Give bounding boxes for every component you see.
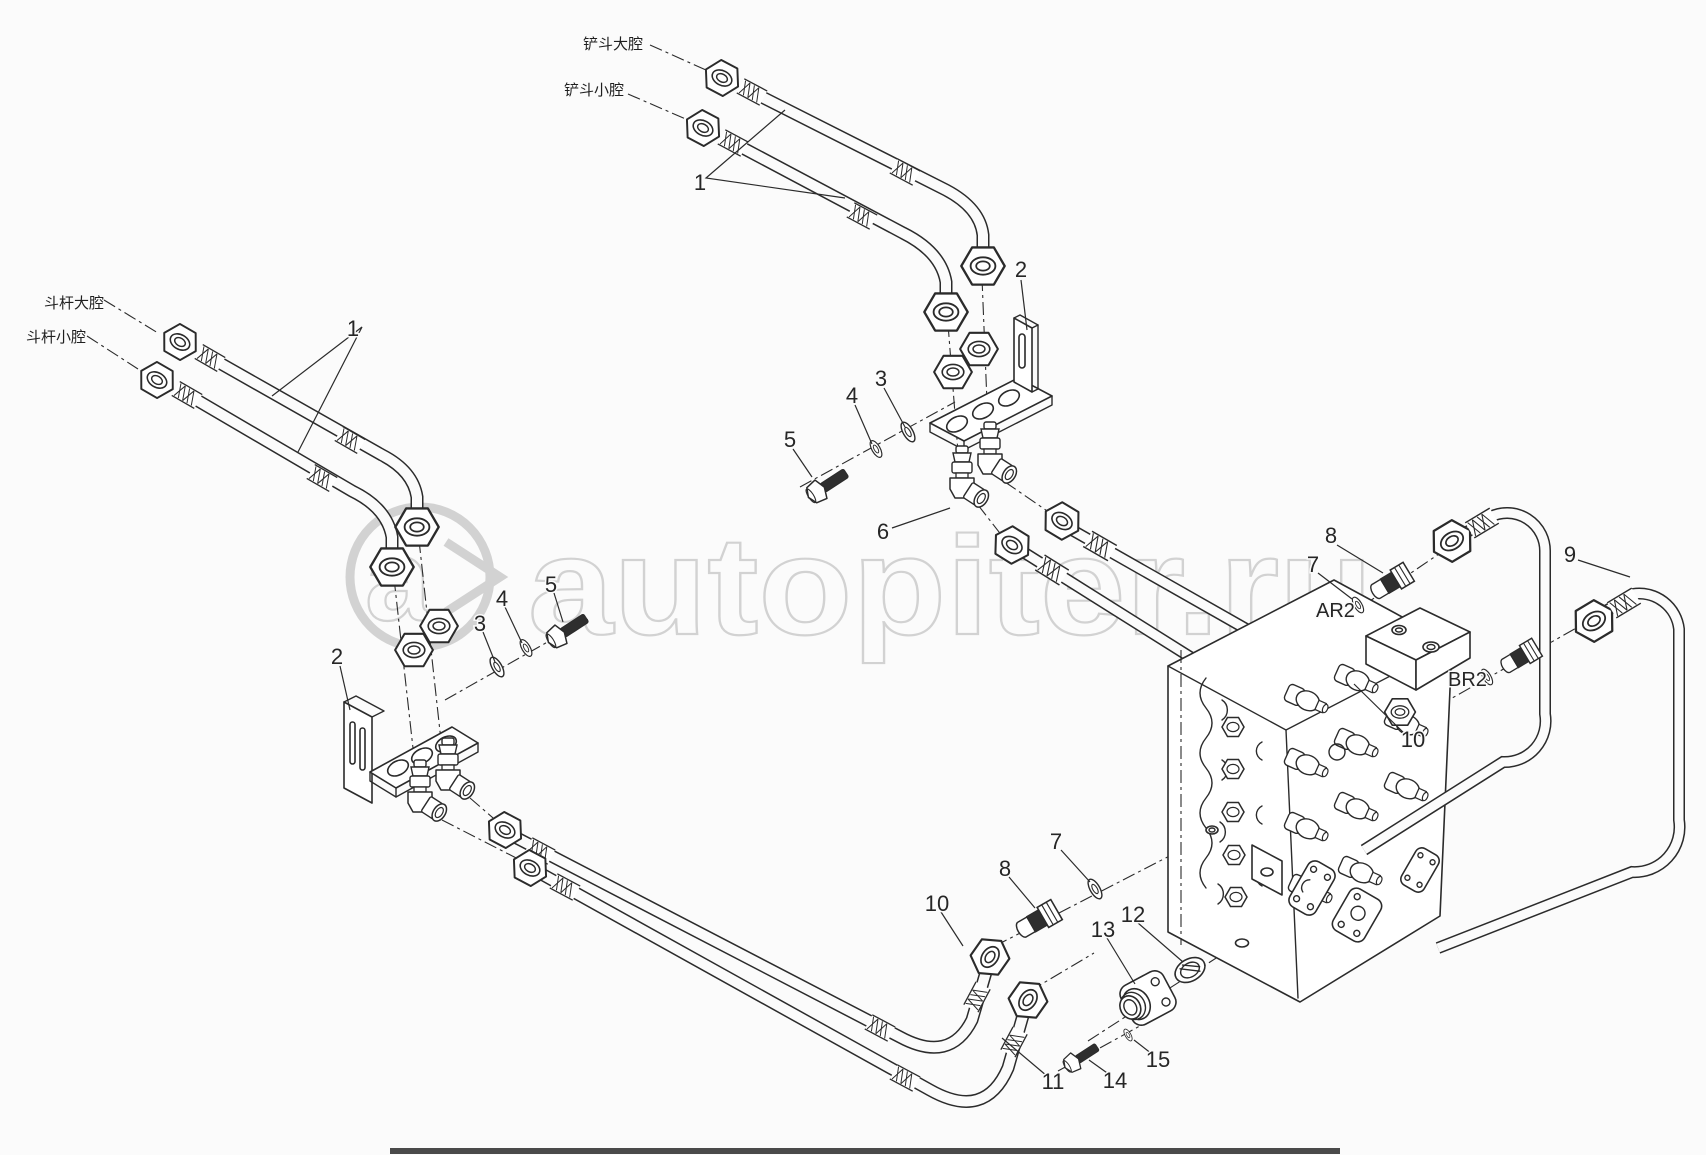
callout-12: 12 (1121, 902, 1145, 927)
callout-9: 9 (1564, 542, 1576, 567)
hose-arm-1 (214, 356, 424, 515)
fittings (132, 54, 1642, 1092)
hose-bottom-1 (510, 830, 993, 1054)
callout-1: 1 (347, 316, 359, 341)
br2-adapter-fitting (1496, 637, 1544, 678)
callout-11: 11 (1042, 1069, 1065, 1094)
callout-10: 10 (925, 891, 949, 916)
valve-actuators (1282, 642, 1432, 909)
callout-3: 3 (474, 611, 486, 636)
callout-4: 4 (496, 586, 508, 611)
callout-4: 4 (846, 383, 858, 408)
suction-flange (1119, 970, 1177, 1026)
callout-2: 2 (1015, 257, 1027, 282)
callout-13: 13 (1091, 917, 1115, 942)
bottom-bar (390, 1148, 1340, 1154)
aux-port-block (1365, 607, 1471, 691)
callout-2: 2 (331, 644, 343, 669)
elbow-fitting (977, 421, 1021, 487)
hose-u-2 (1435, 587, 1686, 954)
callout-10: 10 (1401, 727, 1425, 752)
callout-6: 6 (877, 519, 889, 544)
port-label-br2: BR2 (1448, 669, 1487, 691)
mount-plate-2 (1331, 887, 1383, 943)
hose-u-1 (1360, 507, 1552, 856)
label-arm-small-chamber: 斗杆小腔 (26, 328, 87, 346)
ar2-adapter-fitting (1366, 561, 1416, 604)
callout-7: 7 (1307, 552, 1319, 577)
bracket-top (929, 314, 1053, 451)
mount-plate-1 (1288, 860, 1336, 916)
callout-8: 8 (999, 856, 1011, 881)
callout-5: 5 (545, 572, 557, 597)
port-label-ar2: AR2 (1316, 600, 1355, 622)
callout-15: 15 (1146, 1047, 1170, 1072)
control-valve-block (1167, 579, 1471, 1003)
bottom-adapter-fitting (1011, 898, 1064, 943)
hose-arm-2 (191, 393, 399, 555)
label-bucket-small-chamber: 铲斗小腔 (564, 81, 625, 99)
callout-3: 3 (875, 366, 887, 391)
callout-8: 8 (1325, 523, 1337, 548)
watermark-logo-arrow (443, 538, 509, 616)
leader-lines (271, 109, 1631, 1077)
mount-plate-3 (1400, 847, 1440, 893)
hose-bottom-2 (534, 866, 1031, 1108)
callout-14: 14 (1103, 1068, 1127, 1093)
callout-1: 1 (694, 170, 706, 195)
callout-7: 7 (1050, 829, 1062, 854)
callout-5: 5 (784, 427, 796, 452)
label-arm-large-chamber: 斗杆大腔 (44, 294, 105, 312)
hose-bucket-2 (737, 141, 953, 300)
seal-ring (1174, 956, 1206, 984)
hose-bucket-1 (757, 90, 990, 254)
label-bucket-large-chamber: 铲斗大腔 (583, 35, 644, 53)
